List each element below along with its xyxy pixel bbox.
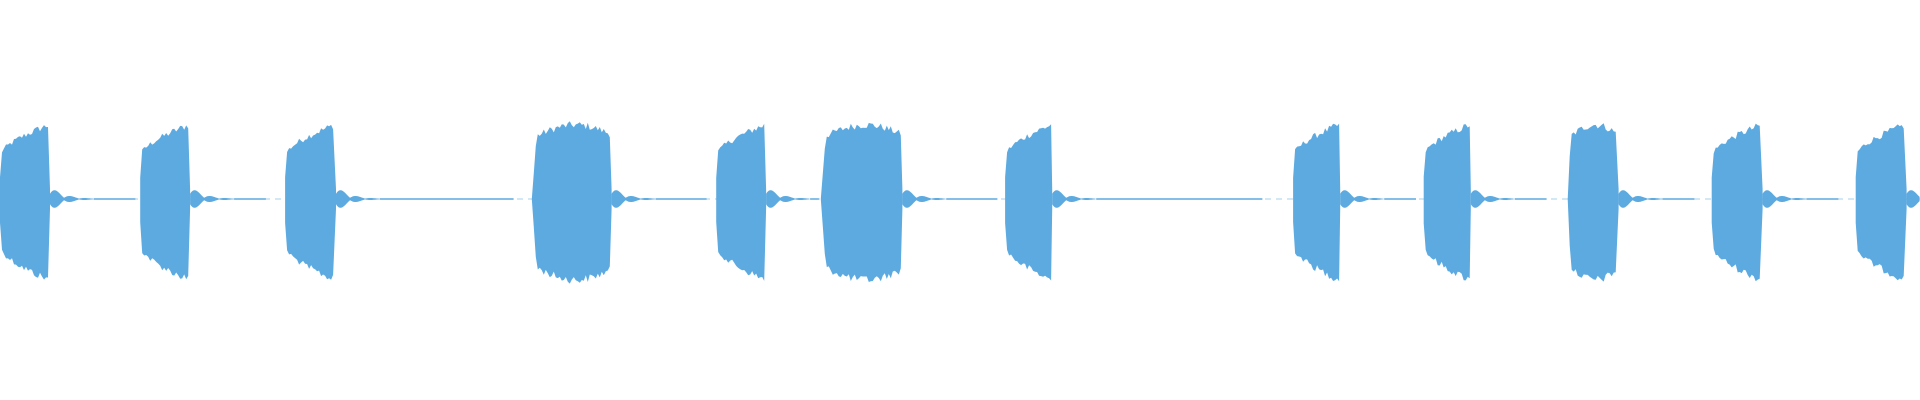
waveform-tail: [336, 190, 380, 208]
waveform-burst: [0, 125, 50, 280]
waveform-tail: [1906, 190, 1920, 208]
waveform-burst: [531, 121, 612, 284]
waveform-tail: [766, 190, 811, 208]
waveform-burst: [1711, 123, 1763, 282]
waveform-burst: [716, 123, 767, 281]
waveform-burst: [285, 124, 336, 280]
waveform-tail: [1470, 190, 1515, 208]
waveform-tail: [50, 190, 94, 208]
waveform-burst: [1293, 123, 1341, 282]
waveform-burst: [140, 125, 191, 280]
waveform-burst: [1423, 124, 1471, 281]
waveform-tail: [1618, 190, 1663, 208]
waveform-burst: [1567, 123, 1619, 282]
waveform-burst: [820, 122, 903, 283]
waveform-burst: [1855, 124, 1907, 281]
waveform-tail: [190, 190, 235, 208]
waveform-tail: [1762, 190, 1807, 208]
waveform-bursts: [0, 121, 1920, 284]
waveform-tail: [1340, 190, 1385, 208]
waveform-burst: [1005, 124, 1053, 281]
waveform-tail: [902, 190, 947, 208]
waveform-tail: [1052, 190, 1097, 208]
waveform-tail: [611, 190, 656, 208]
